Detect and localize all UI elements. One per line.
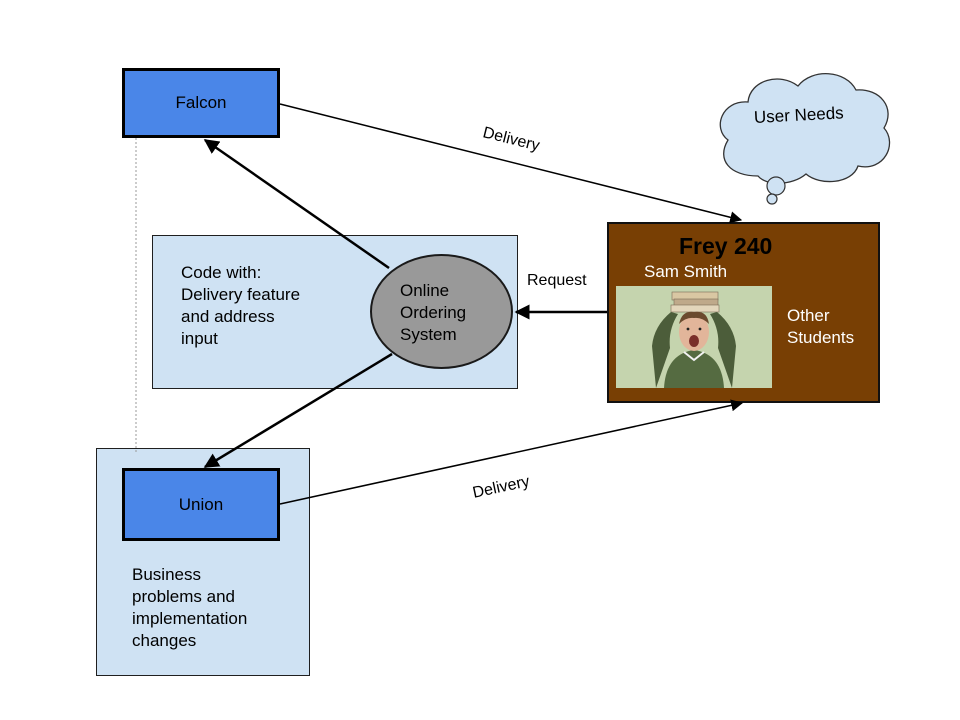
frey-other-students: Other Students	[787, 306, 855, 347]
online-ordering-system-label: Online Ordering System	[400, 281, 467, 344]
frey-title: Frey 240	[679, 233, 773, 259]
user-needs-cloud-icon	[719, 73, 891, 205]
oos-to-union-arrow	[203, 352, 393, 469]
oos-to-falcon-arrow	[203, 138, 390, 270]
falcon-label: Falcon	[175, 93, 227, 112]
union-node[interactable]: Union	[122, 468, 280, 541]
union-label: Union	[178, 494, 224, 514]
delivery-bottom-arrow	[279, 399, 744, 505]
online-ordering-system-node[interactable]	[370, 254, 513, 369]
photo-illustration-icon	[616, 286, 772, 388]
union-container-label: Business problems and implementation cha…	[132, 565, 248, 650]
frey-person-name: Sam Smith	[644, 262, 728, 281]
student-stressed-photo	[616, 286, 772, 388]
code-container-label: Code with: Delivery feature and address …	[181, 263, 301, 348]
falcon-node[interactable]: Falcon	[122, 68, 280, 138]
request-label: Request	[527, 272, 587, 289]
delivery-top-arrow	[279, 103, 743, 224]
